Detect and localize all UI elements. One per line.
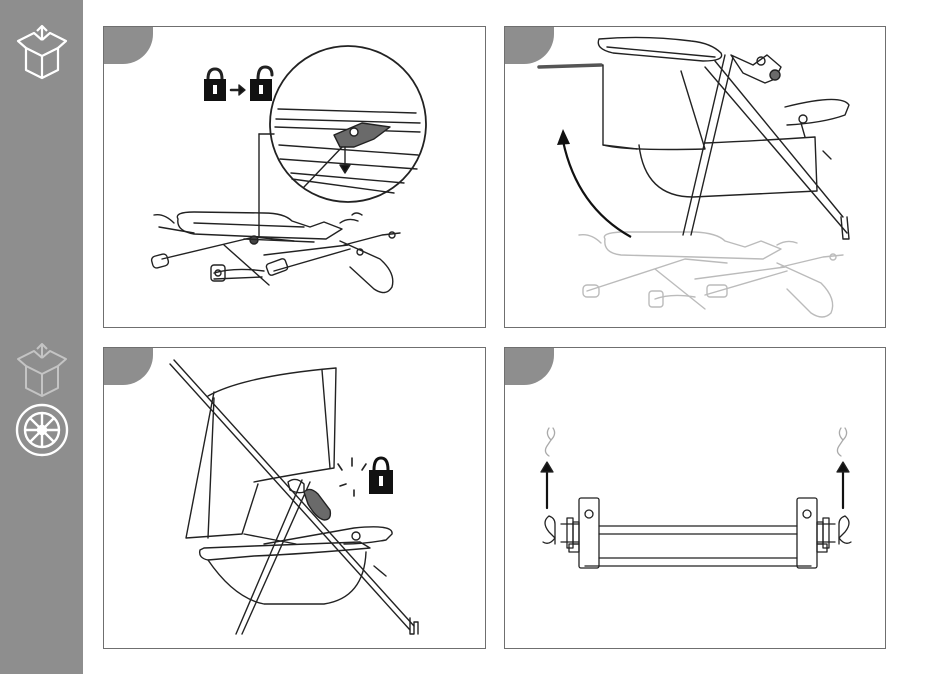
wheel-icon [12,400,72,460]
lock-closed-icon [204,69,226,101]
step-panel-1 [103,26,486,328]
lock-closed-icon [369,458,393,494]
unbox-icon-faded [12,340,72,400]
lock-open-icon [250,67,272,101]
step-panel-2 [504,26,886,328]
step-panel-3 [103,347,486,649]
upright-frame [539,37,849,239]
raise-frame-illustration [505,27,886,328]
sidebar [0,0,83,674]
frame-locked-illustration [104,348,486,649]
unbox-icon [12,22,72,82]
step-panel-4 [504,347,886,649]
unlock-frame-illustration [104,27,486,328]
ghost-folded-frame [579,232,843,317]
remove-pins-illustration [505,348,886,649]
